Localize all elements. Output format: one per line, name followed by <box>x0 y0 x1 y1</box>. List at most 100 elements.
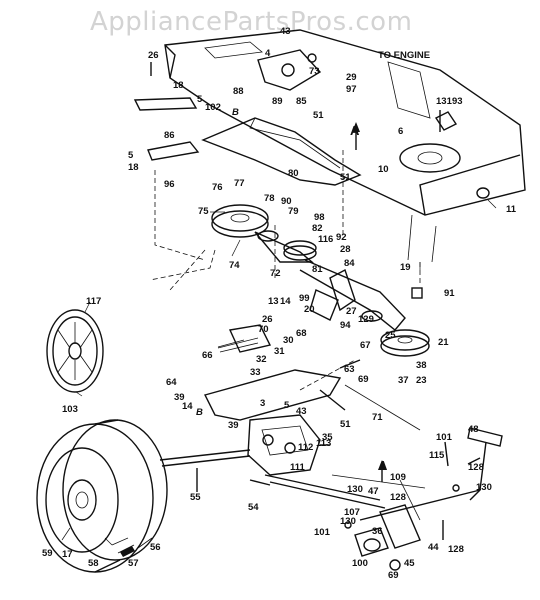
part-label: 80 <box>288 168 299 179</box>
part-label: 51 <box>313 110 324 121</box>
part-label: 63 <box>344 364 355 375</box>
part-label: 76 <box>212 182 223 193</box>
part-label: 55 <box>190 492 201 503</box>
part-label: 44 <box>428 542 439 553</box>
part-label: 54 <box>248 502 259 513</box>
part-label: 33 <box>250 367 261 378</box>
part-label: 37 <box>398 375 409 386</box>
part-label: 25 <box>385 330 396 341</box>
part-label: 74 <box>229 260 240 271</box>
part-label: 56 <box>150 542 161 553</box>
part-label: 131 <box>436 96 453 107</box>
part-label: 69 <box>358 374 369 385</box>
part-label: 112 <box>298 442 313 453</box>
part-label: 111 <box>290 462 306 473</box>
part-label: 128 <box>390 492 406 503</box>
part-label: 36 <box>372 526 383 537</box>
part-label: 128 <box>468 462 484 473</box>
part-label: 88 <box>233 86 244 97</box>
part-label: 71 <box>372 412 383 423</box>
part-label: 35 <box>322 432 333 443</box>
part-label: 70 <box>258 324 269 335</box>
part-label: 6 <box>398 126 403 137</box>
callout-b-top: B <box>232 107 239 118</box>
part-label: 57 <box>128 558 139 569</box>
part-label: 38 <box>416 360 427 371</box>
part-label: 5 <box>128 150 134 161</box>
part-label: 48 <box>468 424 479 435</box>
part-label: 68 <box>296 328 307 339</box>
pulley-assembly <box>211 204 430 357</box>
part-label: 28 <box>340 244 351 255</box>
part-label: 21 <box>438 337 449 348</box>
part-label: 5 <box>284 400 290 411</box>
part-label: 94 <box>340 320 351 331</box>
part-label: 78 <box>264 193 275 204</box>
part-label: 84 <box>344 258 355 269</box>
part-label: 19 <box>400 262 411 273</box>
part-label: 31 <box>274 346 285 357</box>
callout-a-top: A <box>350 123 360 138</box>
part-label: 51 <box>340 172 351 183</box>
callout-arrows <box>352 122 386 482</box>
part-label: 98 <box>314 212 325 223</box>
part-label: 20 <box>304 304 315 315</box>
part-label: 92 <box>336 232 347 243</box>
part-label: 75 <box>198 206 209 217</box>
rear-tire <box>36 419 168 573</box>
part-label: 81 <box>312 264 323 275</box>
part-label: 30 <box>283 335 294 346</box>
part-label: 89 <box>272 96 283 107</box>
callout-labels: TO ENGINE A A B B <box>196 50 430 473</box>
part-label: 5 <box>197 94 203 105</box>
callout-a-bottom: A <box>378 458 388 473</box>
part-label: 109 <box>390 472 406 483</box>
part-label: 102 <box>205 102 221 113</box>
part-label: 96 <box>164 179 175 190</box>
part-label: 11 <box>506 204 517 215</box>
part-label: 90 <box>281 196 292 207</box>
part-label: 73 <box>309 66 320 77</box>
callout-b-bottom: B <box>196 407 203 418</box>
part-label: 116 <box>318 234 333 245</box>
part-label: 107 <box>344 507 360 518</box>
part-label: 130 <box>340 516 356 527</box>
part-label: 39 <box>228 420 239 431</box>
part-label: 115 <box>429 450 445 461</box>
part-label: 77 <box>234 178 245 189</box>
part-label: 23 <box>416 375 427 386</box>
part-label: 103 <box>62 404 78 415</box>
part-label: 51 <box>340 419 351 430</box>
part-label: 97 <box>346 84 357 95</box>
hubcap <box>46 309 104 393</box>
transaxle <box>159 414 330 492</box>
part-label: 128 <box>448 544 464 555</box>
part-label: 117 <box>86 296 101 307</box>
part-label: 69 <box>388 570 399 581</box>
transaxle-bracket <box>203 324 421 431</box>
part-label: 82 <box>312 223 323 234</box>
part-label: 3 <box>260 398 265 409</box>
part-label: 85 <box>296 96 307 107</box>
part-label: 113 <box>316 438 331 449</box>
part-label: 17 <box>62 549 73 560</box>
part-label: 47 <box>368 486 379 497</box>
part-label: 99 <box>299 293 310 304</box>
part-label: 14 <box>182 401 193 412</box>
watermark-text: AppliancePartsPros.com <box>90 7 412 37</box>
part-label: 91 <box>444 288 455 299</box>
part-label: 129 <box>358 314 374 325</box>
part-label: 72 <box>270 268 281 279</box>
part-label: 59 <box>42 548 53 559</box>
part-label: 32 <box>256 354 267 365</box>
part-label: 79 <box>288 206 299 217</box>
part-label: 130 <box>347 484 363 495</box>
part-label: 100 <box>352 558 368 569</box>
part-label: 26 <box>262 314 273 325</box>
leader-lines <box>61 199 497 546</box>
part-label: 29 <box>346 72 357 83</box>
part-label: 101 <box>314 527 331 538</box>
part-label: 67 <box>360 340 371 351</box>
part-label: 130 <box>476 482 492 493</box>
